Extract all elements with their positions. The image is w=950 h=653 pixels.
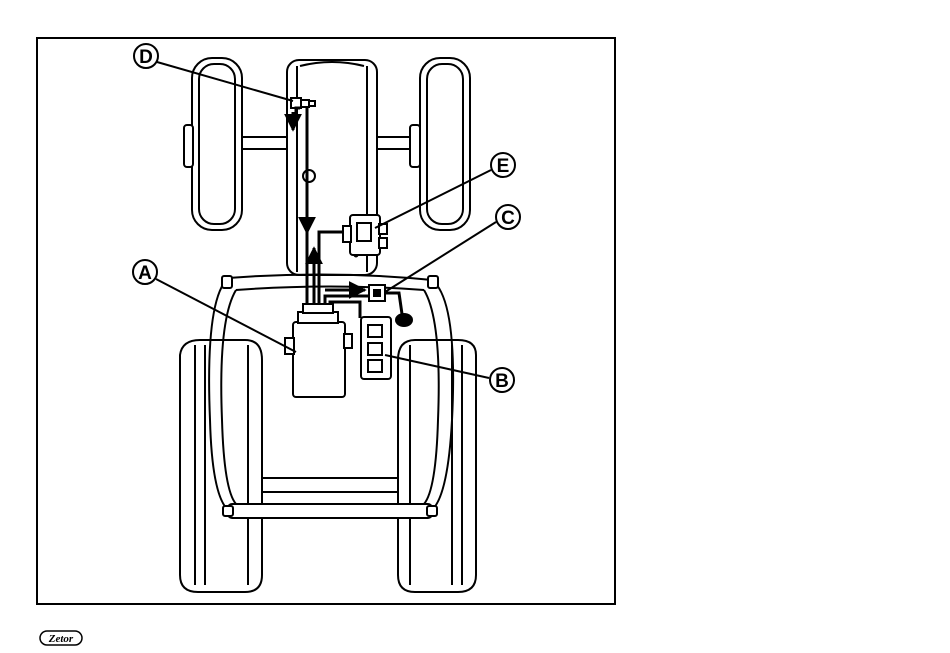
callout-c: C [496, 205, 520, 229]
front-right-wheel [410, 58, 470, 230]
callout-label-a: A [138, 263, 152, 284]
zetor-logo: Zetor [40, 631, 82, 645]
component-c-valve [369, 285, 385, 301]
component-b-panel [361, 317, 391, 379]
callout-e: E [491, 153, 515, 177]
callout-d: D [134, 44, 158, 68]
rear-axle [228, 504, 432, 518]
rear-right-wheel [398, 340, 476, 592]
component-e-valve [343, 215, 387, 255]
callout-b: B [490, 368, 514, 392]
callout-label-c: C [501, 208, 515, 229]
callout-a: A [133, 260, 157, 284]
callout-label-d: D [139, 47, 153, 68]
logo-text: Zetor [48, 633, 74, 645]
component-c-reservoir [395, 313, 413, 327]
callout-label-e: E [497, 156, 510, 177]
callout-label-b: B [495, 371, 509, 392]
